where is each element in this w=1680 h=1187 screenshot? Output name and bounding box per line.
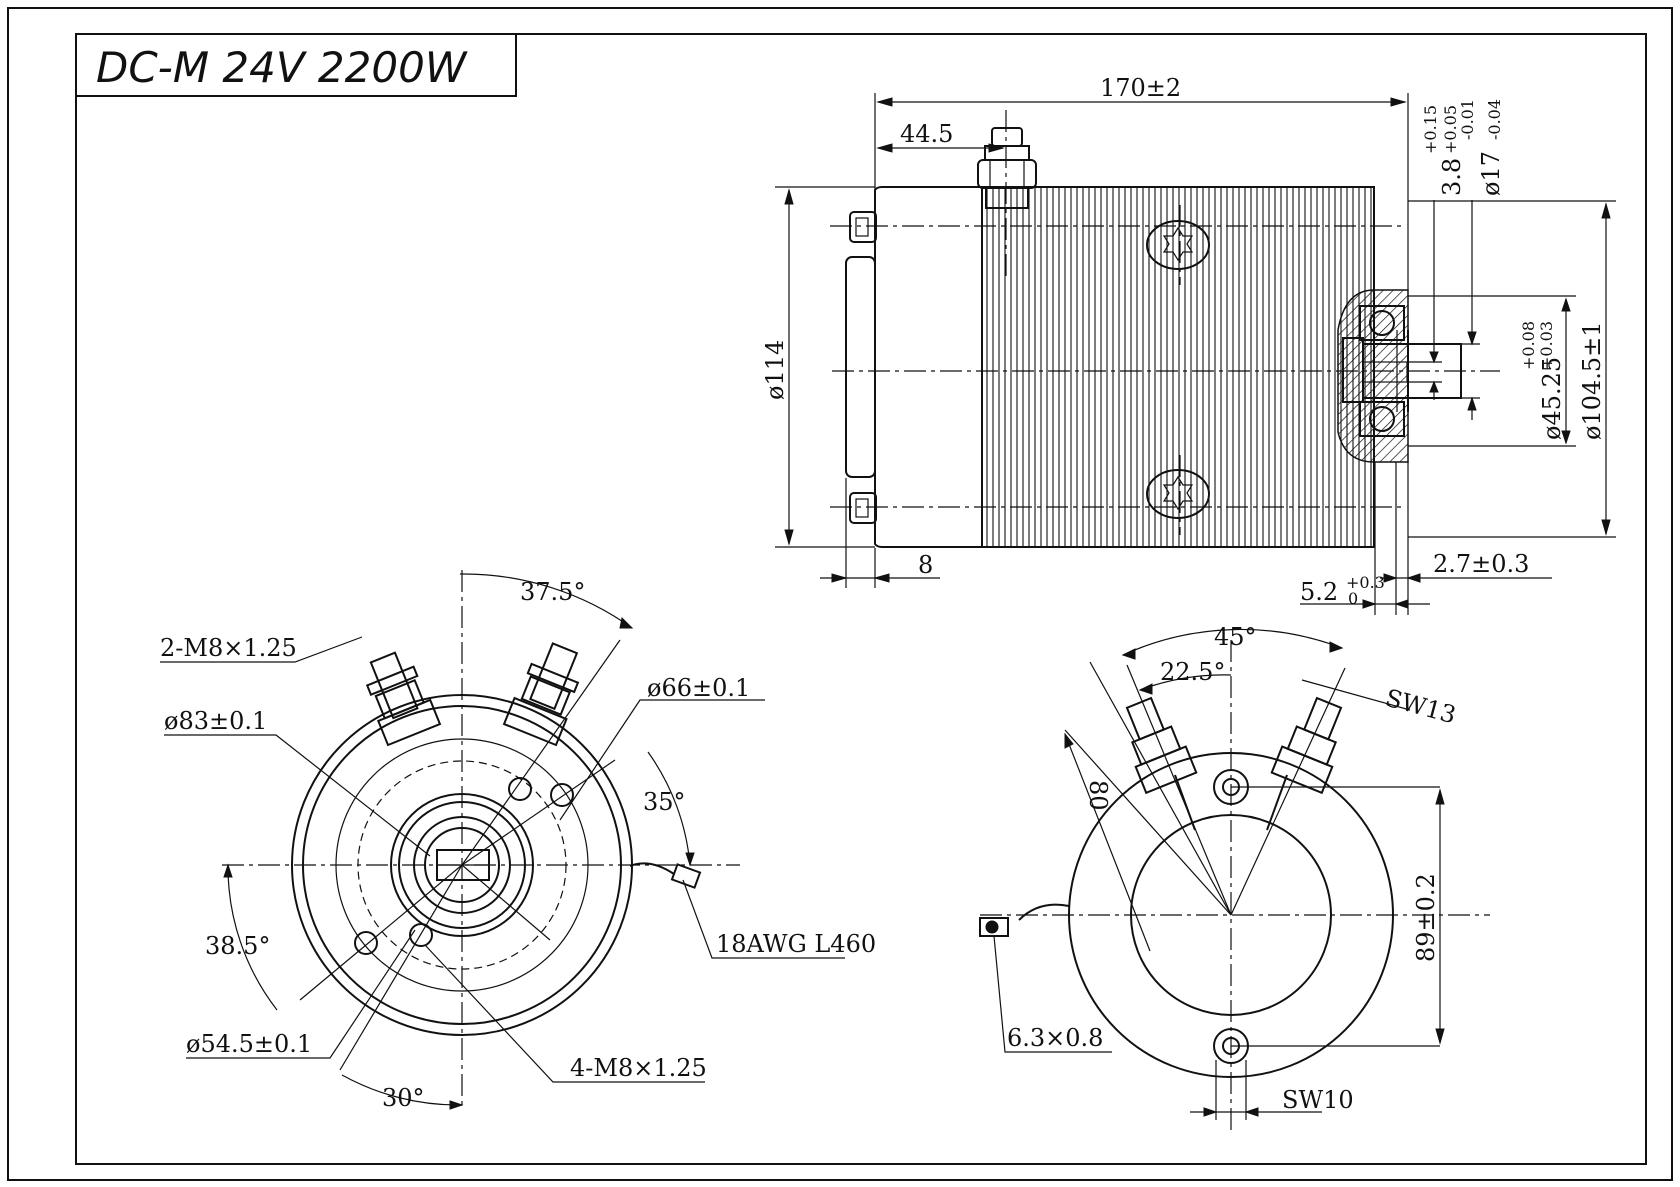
outer-frame [7, 7, 1673, 1181]
title-block: DC-M 24V 2200W [76, 33, 517, 97]
front-angle-right: 35° [643, 788, 686, 816]
dim-key-tol-lower: +0.05 [1441, 105, 1460, 154]
rear-terminal: 6.3×0.8 [1007, 1024, 1103, 1052]
front-view: 37.5° 35° 38.5° 30° 2-M8×1.25 ø66±0.1 ø8… [160, 570, 876, 1112]
front-bolt-circle-66: ø66±0.1 [647, 674, 750, 702]
rear-spacing: 89±0.2 [1412, 873, 1440, 962]
dim-shaft-tol-upper: -0.01 [1458, 99, 1477, 140]
dim-overall-length: 170±2 [1100, 74, 1181, 102]
rear-stud-right [1270, 696, 1343, 795]
dim-key-width: 3.8 [1438, 158, 1466, 196]
dim-shaft-tol-lower: -0.04 [1485, 99, 1504, 140]
front-bolt-circle-83: ø83±0.1 [164, 707, 267, 735]
rear-angle-22: 22.5° [1160, 658, 1225, 686]
dim-body-diameter: ø114 [761, 340, 789, 400]
side-view: 170±2 44.5 ø114 8 2.7±0.3 5.2 +0.3 0 [761, 74, 1616, 615]
rear-angle-45: 45° [1214, 623, 1257, 651]
dim-shoulder: 2.7±0.3 [1433, 550, 1529, 578]
drawing-title: DC-M 24V 2200W [96, 43, 468, 92]
dim-pilot-diameter: ø45.25 [1538, 357, 1566, 440]
dim-shaft-step: 5.2 [1300, 578, 1338, 606]
dim-pilot-tol-upper: +0.08 [1519, 321, 1538, 370]
front-angle-left: 38.5° [205, 932, 270, 960]
dim-terminal-offset: 44.5 [900, 120, 953, 148]
front-holes: 4-M8×1.25 [570, 1054, 707, 1082]
front-angle-bottom: 30° [382, 1084, 425, 1112]
front-stud-left [365, 651, 442, 747]
dim-pilot-tol-lower: +0.03 [1537, 321, 1556, 370]
dim-shaft-diameter: ø17 [1477, 151, 1505, 196]
front-studs: 2-M8×1.25 [160, 634, 297, 662]
front-angle-top: 37.5° [520, 578, 585, 606]
dim-shaft-step-tol-lower: 0 [1348, 589, 1358, 608]
dim-shaft-step-tol-upper: +0.3 [1346, 573, 1385, 592]
rear-stud-left [1125, 696, 1198, 795]
rear-dim-80: 80 [1084, 780, 1112, 811]
dim-flange-8: 8 [918, 551, 933, 579]
rear-wrench-top: SW13 [1382, 684, 1458, 730]
dim-outer-flange: ø104.5±1 [1578, 321, 1606, 440]
dim-key-tol-upper: +0.15 [1421, 105, 1440, 154]
front-wire: 18AWG L460 [716, 930, 876, 958]
front-bolt-circle-54: ø54.5±0.1 [186, 1030, 312, 1058]
rear-view: 45° 22.5° SW13 80 89±0.2 6.3×0.8 SW10 [979, 623, 1490, 1130]
inner-frame [75, 33, 1647, 1165]
front-stud-right [502, 642, 580, 747]
rear-wrench-bottom: SW10 [1282, 1086, 1354, 1114]
